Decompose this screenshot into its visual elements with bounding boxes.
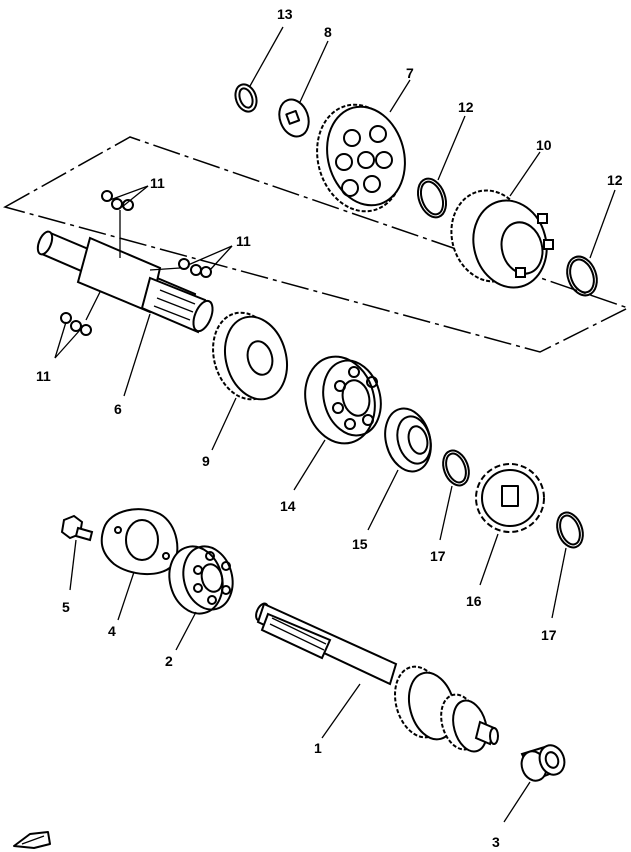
leader-15 <box>367 469 399 531</box>
leader-11-bottom-a <box>54 321 67 359</box>
leader-11-mid-b <box>209 245 233 271</box>
callout-1: 1 <box>314 740 322 756</box>
part-3-collar[interactable] <box>518 742 569 784</box>
callout-15: 15 <box>352 536 368 552</box>
leader-14 <box>293 439 326 491</box>
part-17-circlip-left[interactable] <box>439 447 474 489</box>
leader-5 <box>69 539 77 591</box>
callout-11-mid: 11 <box>236 233 251 249</box>
callout-17-right: 17 <box>541 627 557 643</box>
callout-11-top: 11 <box>150 175 165 191</box>
part-11-balls-top[interactable] <box>101 190 134 211</box>
part-8-washer[interactable] <box>274 95 313 140</box>
callout-13: 13 <box>277 6 293 22</box>
leader-11-bottom-c <box>85 291 101 321</box>
callout-3: 3 <box>492 834 500 850</box>
leader-11-bottom-b <box>54 329 81 359</box>
part-16-sprocket[interactable] <box>475 463 545 533</box>
part-15-oil-seal[interactable] <box>378 403 437 476</box>
part-11-balls-bottom[interactable] <box>60 312 92 336</box>
leader-10 <box>509 151 541 197</box>
part-10-gear[interactable] <box>441 182 556 296</box>
subassembly-outline <box>3 136 630 353</box>
callout-16: 16 <box>466 593 482 609</box>
leader-4 <box>117 571 135 621</box>
part-2-bearing[interactable] <box>162 540 239 619</box>
leader-12-right <box>589 189 616 259</box>
part-12-circlip-right[interactable] <box>562 252 602 299</box>
callout-12-right: 12 <box>607 172 623 188</box>
part-5-bolt[interactable] <box>60 514 94 542</box>
part-11-balls-mid[interactable] <box>178 258 212 278</box>
leader-1 <box>321 683 361 739</box>
leader-11-top-b <box>121 185 149 208</box>
leader-9 <box>211 397 237 451</box>
corner-mark-icon <box>13 831 51 849</box>
leader-11-top-a <box>109 185 149 201</box>
callout-4: 4 <box>108 623 116 639</box>
leader-2 <box>175 611 197 651</box>
callout-8: 8 <box>324 24 332 40</box>
callout-12-upper: 12 <box>458 99 474 115</box>
callout-2: 2 <box>165 653 173 669</box>
part-1-main-axle[interactable] <box>254 602 499 756</box>
callout-11-bottom: 11 <box>36 368 51 384</box>
part-12-circlip-upper[interactable] <box>413 175 451 221</box>
leader-11-mid-a <box>187 245 233 266</box>
part-9-gear[interactable] <box>204 305 296 407</box>
part-4-plate[interactable] <box>100 508 179 576</box>
callout-14: 14 <box>280 498 296 514</box>
part-14-bearing[interactable] <box>296 349 389 452</box>
leader-3 <box>503 781 531 823</box>
callout-17-left: 17 <box>430 548 446 564</box>
leader-17-left <box>439 485 453 541</box>
leader-16 <box>479 533 499 586</box>
callout-6: 6 <box>114 401 122 417</box>
callout-10: 10 <box>536 137 552 153</box>
callout-5: 5 <box>62 599 70 615</box>
leader-11-mid-c <box>149 267 181 271</box>
part-13-circlip[interactable] <box>232 81 260 114</box>
leader-12-upper <box>437 115 466 181</box>
leader-13 <box>249 26 284 87</box>
leader-8 <box>299 40 329 103</box>
leader-17-right <box>551 547 567 619</box>
callout-9: 9 <box>202 453 210 469</box>
part-7-gear[interactable] <box>305 95 415 221</box>
leader-7 <box>389 79 411 113</box>
part-6-axle[interactable] <box>35 230 216 334</box>
callout-7: 7 <box>406 65 414 81</box>
leader-6 <box>123 313 151 397</box>
part-17-circlip-right[interactable] <box>553 509 588 551</box>
